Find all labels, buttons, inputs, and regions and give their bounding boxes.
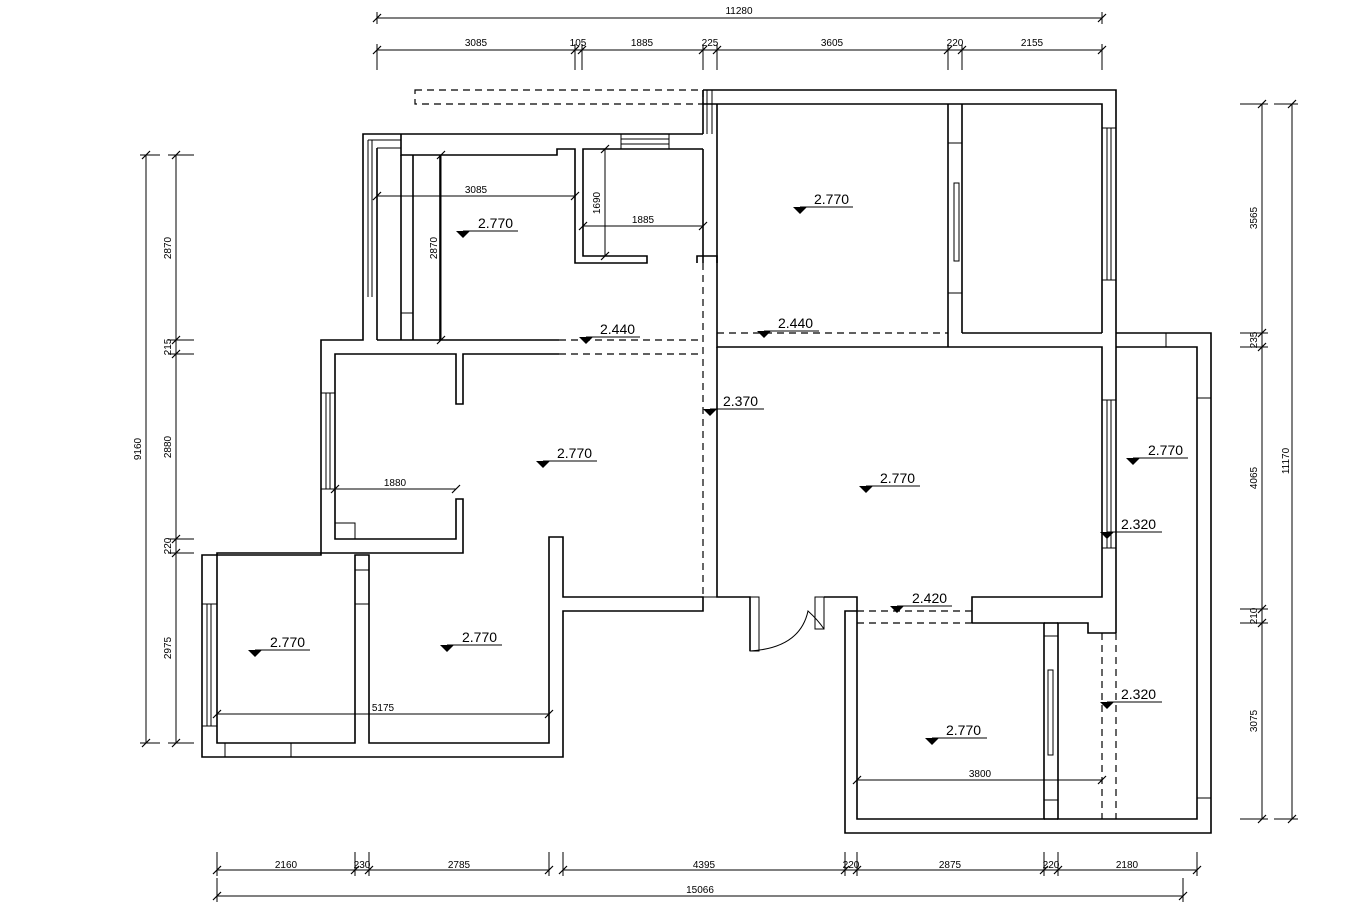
dim-interior-1: 3085 bbox=[465, 185, 488, 196]
dim-bottom-1: 2160 bbox=[275, 860, 298, 871]
dim-interior-2: 1690 bbox=[592, 191, 603, 214]
level-marker: 2.440 bbox=[757, 315, 819, 338]
dim-bottom-7: 220 bbox=[1043, 860, 1060, 871]
dim-left-3: 2880 bbox=[163, 435, 174, 458]
dim-left-total: 9160 bbox=[133, 437, 144, 460]
dim-top-1: 3085 bbox=[465, 38, 488, 49]
dim-top-2: 105 bbox=[570, 38, 587, 49]
level-marker: 2.320 bbox=[1100, 686, 1162, 709]
level-marker: 2.770 bbox=[536, 445, 597, 468]
dim-bottom-2: 230 bbox=[354, 860, 371, 871]
level-marker: 2.770 bbox=[440, 629, 502, 652]
dim-interior-7: 3800 bbox=[969, 769, 992, 780]
dim-right-4: 210 bbox=[1249, 607, 1260, 624]
dim-interior-5: 1880 bbox=[384, 478, 407, 489]
dim-right-3: 4065 bbox=[1249, 466, 1260, 489]
dim-interior-3: 1885 bbox=[632, 215, 655, 226]
level-label: 2.320 bbox=[1121, 516, 1156, 532]
dim-left-2: 215 bbox=[163, 338, 174, 355]
level-marker: 2.320 bbox=[1100, 516, 1162, 539]
level-label: 2.770 bbox=[462, 629, 497, 645]
level-label: 2.370 bbox=[723, 393, 758, 409]
level-marker: 2.770 bbox=[925, 722, 987, 745]
level-label: 2.770 bbox=[880, 470, 915, 486]
dim-top-6: 220 bbox=[947, 38, 964, 49]
level-label: 2.440 bbox=[600, 321, 635, 337]
dim-left-4: 220 bbox=[163, 537, 174, 554]
top-dimensions: 11280 3085 105 1885 225 3605 220 2155 bbox=[372, 6, 1107, 70]
level-marker: 2.420 bbox=[890, 590, 952, 613]
dim-bottom-5: 220 bbox=[843, 860, 860, 871]
dim-interior-4: 2870 bbox=[429, 236, 440, 259]
dim-top-total: 11280 bbox=[725, 6, 753, 17]
level-label: 2.770 bbox=[814, 191, 849, 207]
dim-right-5: 3075 bbox=[1249, 709, 1260, 732]
level-marker: 2.370 bbox=[703, 393, 764, 416]
level-label: 2.770 bbox=[946, 722, 981, 738]
dim-right-1: 3565 bbox=[1249, 206, 1260, 229]
level-marker: 2.770 bbox=[859, 470, 920, 493]
dim-right-2: 235 bbox=[1249, 331, 1260, 348]
interior-dimensions: 3085 1690 1885 2870 1880 5175 3800 bbox=[212, 144, 1107, 785]
dim-top-7: 2155 bbox=[1021, 38, 1044, 49]
level-label: 2.770 bbox=[270, 634, 305, 650]
dim-right-total: 11170 bbox=[1281, 447, 1292, 474]
level-label: 2.770 bbox=[1148, 442, 1183, 458]
walls bbox=[201, 89, 1212, 834]
dim-top-5: 3605 bbox=[821, 38, 844, 49]
dim-bottom-4: 4395 bbox=[693, 860, 716, 871]
level-label: 2.770 bbox=[478, 215, 513, 231]
level-marker: 2.770 bbox=[1126, 442, 1188, 465]
level-marker: 2.770 bbox=[793, 191, 853, 214]
dim-top-3: 1885 bbox=[631, 38, 654, 49]
level-marker: 2.440 bbox=[579, 321, 640, 344]
dim-bottom-total: 15066 bbox=[686, 885, 714, 896]
level-marker: 2.770 bbox=[248, 634, 310, 657]
level-label: 2.320 bbox=[1121, 686, 1156, 702]
dim-bottom-6: 2875 bbox=[939, 860, 962, 871]
dim-top-4: 225 bbox=[702, 38, 719, 49]
level-label: 2.420 bbox=[912, 590, 947, 606]
right-dimensions: 3565 235 4065 210 3075 11170 bbox=[1240, 99, 1298, 824]
bottom-dimensions: 2160 230 2785 4395 220 2875 220 2180 150… bbox=[212, 852, 1202, 902]
level-markers: 2.770 2.770 2.440 2.440 2.370 2.770 bbox=[248, 191, 1188, 745]
level-label: 2.440 bbox=[778, 315, 813, 331]
level-label: 2.770 bbox=[557, 445, 592, 461]
dim-left-5: 2975 bbox=[163, 636, 174, 659]
level-marker: 2.770 bbox=[456, 215, 518, 238]
dim-interior-6: 5175 bbox=[372, 703, 395, 714]
left-dimensions: 9160 2870 215 2880 220 2975 bbox=[133, 150, 194, 748]
dim-left-1: 2870 bbox=[163, 236, 174, 259]
dim-bottom-3: 2785 bbox=[448, 860, 471, 871]
dim-bottom-8: 2180 bbox=[1116, 860, 1139, 871]
